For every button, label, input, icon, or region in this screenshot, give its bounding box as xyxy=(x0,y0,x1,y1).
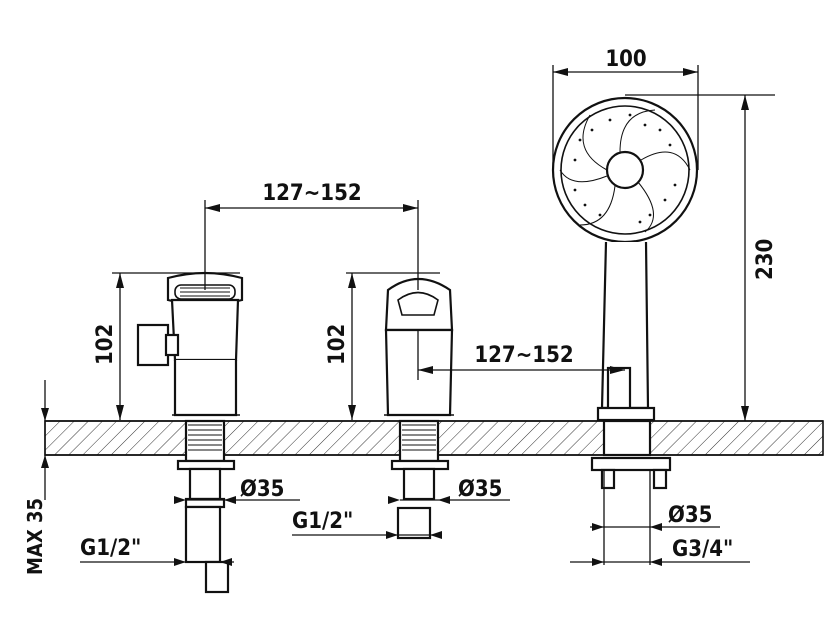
diameter-left-label: Ø35 xyxy=(240,477,284,502)
thread-mid-label: G1/2" xyxy=(292,509,353,534)
thread-right-label: G3/4" xyxy=(672,537,733,562)
thread-callout-left: G1/2" xyxy=(80,536,234,566)
height-mid-label: 102 xyxy=(325,324,350,365)
diameter-mid-label: Ø35 xyxy=(458,477,502,502)
height-dimension-left: 102 xyxy=(93,272,240,420)
middle-valve xyxy=(384,278,454,540)
height-left-label: 102 xyxy=(93,324,118,365)
height-dimension-mid: 102 xyxy=(325,272,440,420)
diameter-callout-right: Ø35 xyxy=(590,470,720,535)
spacing-mid-label: 127~152 xyxy=(474,343,573,368)
max-thickness-label: MAX 35 xyxy=(23,498,47,575)
spacing-dimension-top: 127~152 xyxy=(204,181,419,290)
thread-callout-mid: G1/2" xyxy=(292,509,442,539)
spacing-top-label: 127~152 xyxy=(262,181,361,206)
shower-height-dimension: 230 xyxy=(625,94,778,421)
hand-shower xyxy=(551,96,699,490)
diameter-callout-left: Ø35 xyxy=(174,477,300,504)
thread-callout-right: G3/4" xyxy=(570,535,750,566)
max-thickness-dimension: MAX 35 xyxy=(23,380,49,575)
spacing-dimension-mid: 127~152 xyxy=(417,330,625,380)
shower-width-dimension: 100 xyxy=(552,47,699,170)
diameter-callout-mid: Ø35 xyxy=(388,477,510,504)
shower-width-label: 100 xyxy=(605,47,646,72)
thread-left-label: G1/2" xyxy=(80,536,141,561)
diameter-right-label: Ø35 xyxy=(668,503,712,528)
shower-height-label: 230 xyxy=(753,239,778,280)
